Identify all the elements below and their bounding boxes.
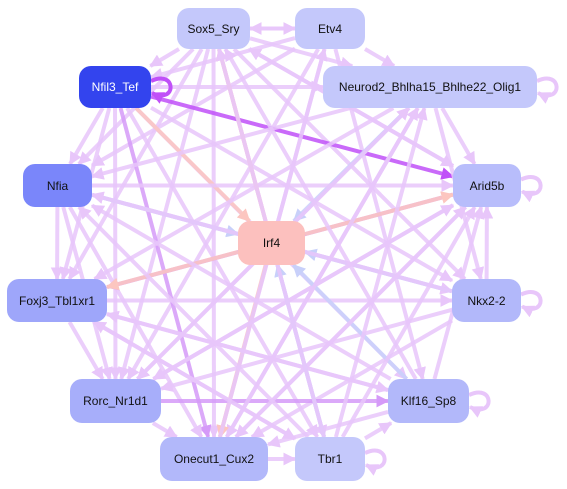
edge-sox5-to-nfil3 (149, 47, 181, 68)
node-nfil3-tef: Nfil3_Tef (79, 66, 151, 108)
edge-foxj3-to-rorc (67, 320, 105, 381)
edge-nfil3-to-nfia (68, 106, 105, 166)
edge-nkx22-to-rorc (159, 307, 453, 392)
edge-tbr1-to-klf16 (363, 421, 393, 441)
edge-nfil3-to-tbr1 (125, 106, 320, 439)
node-nkx2-2: Nkx2-2 (452, 279, 521, 322)
edge-neurod2-to-arid5b (440, 106, 477, 166)
self-loop-nkx22 (520, 290, 543, 318)
edge-tbr1-to-neurod2 (333, 106, 428, 438)
self-loop-tbr1 (364, 448, 387, 476)
edge-klf16-to-nfia (90, 203, 392, 381)
node-klf16-sp8: Klf16_Sp8 (388, 379, 469, 423)
node-sox5-sry: Sox5_Sry (177, 8, 250, 49)
edge-tbr1-to-foxj3 (92, 320, 297, 441)
self-loop-nfil3 (150, 76, 173, 104)
node-foxj3-tbl1xr1: Foxj3_Tbl1xr1 (7, 279, 107, 322)
edge-neurod2-to-foxj3 (93, 106, 395, 281)
edge-klf16-to-foxj3 (105, 310, 389, 392)
edge-sox5-to-neurod2 (249, 36, 354, 70)
edge-rorc-to-arid5b (152, 203, 455, 381)
edge-etv4-to-neurod2 (363, 47, 396, 68)
edge-tbr1-to-arid5b (340, 205, 477, 438)
node-onecut1-cux2: Onecut1_Cux2 (160, 437, 268, 481)
node-irf4: Irf4 (238, 221, 305, 265)
edge-nfil3-to-nkx22 (150, 105, 454, 283)
edge-irf4-to-foxj3 (105, 250, 239, 291)
edge-onecut1-to-arid5b (234, 205, 467, 439)
edge-etv4-to-rorc (126, 48, 320, 381)
self-loop-arid5b (520, 175, 543, 203)
edge-nfil3-to-irf4 (134, 106, 251, 223)
node-nfia: Nfia (23, 164, 92, 207)
self-loop-neurod2 (536, 76, 559, 104)
node-tbr1: Tbr1 (295, 437, 365, 481)
node-neurod2-bhlha15-bhlhe22-olig1: Neurod2_Bhlha15_Bhlhe22_Olig1 (323, 66, 537, 108)
node-etv4: Etv4 (295, 8, 365, 49)
edge-onecut1-to-neurod2 (225, 106, 420, 439)
node-arid5b: Arid5b (453, 164, 521, 207)
edge-tbr1-to-nfia (77, 205, 310, 439)
edge-klf16-to-sox5 (223, 47, 418, 380)
edge-klf16-to-onecut1 (266, 410, 389, 448)
self-loop-klf16 (468, 390, 491, 418)
node-rorc-nr1d1: Rorc_Nr1d1 (70, 379, 161, 423)
edge-rorc-to-onecut1 (151, 421, 178, 439)
